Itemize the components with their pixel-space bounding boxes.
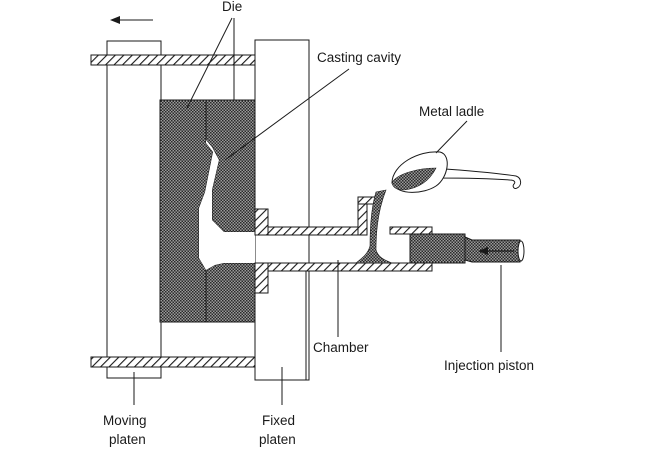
label-moving-platen-2: platen (109, 432, 146, 447)
leader-lines (133, 17, 502, 405)
label-metal-ladle: Metal ladle (419, 104, 484, 119)
ladle-metal (391, 167, 437, 191)
metal-ladle (391, 151, 522, 193)
label-injection-piston: Injection piston (444, 358, 534, 373)
label-fixed-platen-2: platen (259, 432, 296, 447)
label-moving-platen-1: Moving (103, 413, 147, 428)
label-chamber: Chamber (313, 340, 369, 355)
tie-bar-top (90, 54, 256, 66)
label-fixed-platen-1: Fixed (262, 413, 295, 428)
injection-piston (409, 233, 525, 264)
arrow-left-icon (110, 16, 153, 24)
label-casting-cavity: Casting cavity (317, 50, 401, 65)
molten-metal-stream (355, 189, 393, 264)
tie-bar-bottom (90, 356, 256, 368)
arrow-left-icon (478, 247, 514, 255)
moving-platen (106, 40, 162, 379)
casting-cavity (199, 140, 255, 270)
die-cover-half (205, 99, 256, 323)
shot-chamber (254, 196, 433, 294)
ladle-handle (431, 167, 522, 189)
label-die: Die (222, 0, 242, 14)
